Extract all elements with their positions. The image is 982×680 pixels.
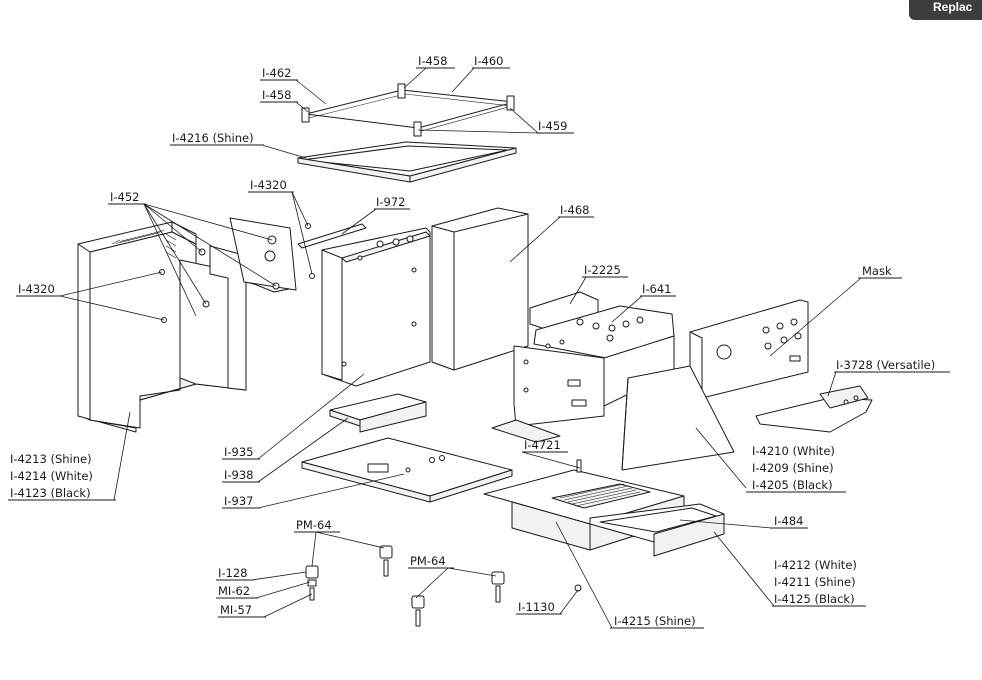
- svg-text:I-4320: I-4320: [250, 178, 287, 192]
- svg-text:I-4123 (Black): I-4123 (Black): [10, 486, 91, 500]
- svg-text:I-4214 (White): I-4214 (White): [10, 469, 93, 483]
- svg-text:I-4721: I-4721: [524, 438, 561, 452]
- svg-text:I-459: I-459: [538, 119, 568, 133]
- inner-panel-part: [321, 227, 431, 387]
- svg-text:I-484: I-484: [774, 514, 804, 528]
- svg-text:I-460: I-460: [474, 54, 504, 68]
- base-plate-part: [301, 437, 513, 503]
- svg-text:PM-64: PM-64: [296, 518, 332, 532]
- svg-text:I-938: I-938: [224, 468, 254, 482]
- label-I-484: I-484: [770, 514, 808, 529]
- tray-938-part: [329, 393, 427, 433]
- drawer-part: [589, 503, 725, 557]
- svg-text:I-128: I-128: [218, 566, 248, 580]
- label-PM-64-right: PM-64: [408, 554, 454, 569]
- control-part: [755, 385, 873, 433]
- label-PM-64-left: PM-64: [294, 518, 340, 533]
- svg-text:Mask: Mask: [862, 264, 892, 278]
- label-I-128: I-128: [216, 566, 254, 581]
- label-I-935: I-935: [222, 445, 260, 460]
- label-I-459: I-459: [536, 119, 574, 134]
- label-I-972: I-972: [374, 195, 410, 210]
- box-part: [431, 207, 529, 371]
- label-I-4320-left: I-4320: [16, 282, 62, 297]
- svg-text:I-452: I-452: [110, 190, 140, 204]
- label-I-458-top: I-458: [416, 54, 455, 69]
- svg-text:I-2225: I-2225: [584, 263, 621, 277]
- svg-text:I-1130: I-1130: [518, 600, 555, 614]
- left-side-panel-part: [77, 221, 295, 433]
- bar-part: [297, 223, 367, 249]
- label-I-641: I-641: [640, 282, 676, 297]
- label-I-458-left: I-458: [260, 88, 298, 103]
- svg-text:I-4213 (Shine): I-4213 (Shine): [10, 452, 92, 466]
- svg-text:I-4320: I-4320: [18, 282, 55, 296]
- label-I-3728: I-3728 (Versatile): [834, 358, 950, 373]
- front-panel-part: [621, 365, 735, 471]
- label-I-462: I-462: [260, 66, 298, 81]
- chassis-part: [491, 305, 675, 443]
- label-I-460: I-460: [472, 54, 510, 69]
- svg-text:I-4216 (Shine): I-4216 (Shine): [172, 131, 254, 145]
- label-MI-57: MI-57: [218, 603, 266, 618]
- label-I-4721: I-4721: [522, 438, 568, 453]
- feet-part: [305, 545, 505, 627]
- svg-text:PM-64: PM-64: [410, 554, 446, 568]
- svg-text:I-458: I-458: [418, 54, 448, 68]
- svg-text:I-4215 (Shine): I-4215 (Shine): [614, 614, 696, 628]
- tray-part: [297, 141, 517, 183]
- label-mask: Mask: [858, 264, 902, 279]
- svg-text:I-4211 (Shine): I-4211 (Shine): [774, 575, 856, 589]
- label-I-4215: I-4215 (Shine): [610, 614, 704, 629]
- label-I-468: I-468: [558, 203, 594, 218]
- svg-text:I-462: I-462: [262, 66, 292, 80]
- svg-text:I-4125 (Black): I-4125 (Black): [774, 592, 855, 606]
- label-I-1130: I-1130: [516, 600, 562, 615]
- label-I-4213-group: I-4213 (Shine) I-4214 (White) I-4123 (Bl…: [8, 452, 116, 501]
- label-I-452: I-452: [108, 190, 146, 205]
- svg-text:I-972: I-972: [376, 195, 406, 209]
- label-I-4320-top: I-4320: [248, 178, 294, 193]
- svg-text:I-4210 (White): I-4210 (White): [752, 444, 835, 458]
- svg-text:I-937: I-937: [224, 494, 254, 508]
- leader-lines: [59, 67, 862, 629]
- label-I-4212-group: I-4212 (White) I-4211 (Shine) I-4125 (Bl…: [772, 558, 866, 607]
- label-I-938: I-938: [222, 468, 260, 483]
- svg-text:I-4205 (Black): I-4205 (Black): [752, 478, 833, 492]
- svg-text:I-468: I-468: [560, 203, 590, 217]
- back-bracket-part: [229, 217, 297, 291]
- screws-part: [305, 223, 315, 279]
- label-MI-62: MI-62: [216, 584, 258, 599]
- small-screw-part: [574, 584, 582, 592]
- label-I-4210-group: I-4210 (White) I-4209 (Shine) I-4205 (Bl…: [746, 444, 846, 493]
- label-I-2225: I-2225: [582, 263, 628, 278]
- replace-button[interactable]: Replac: [909, 0, 982, 20]
- svg-text:I-641: I-641: [642, 282, 672, 296]
- label-I-937: I-937: [222, 494, 260, 509]
- svg-text:I-935: I-935: [224, 445, 254, 459]
- svg-text:MI-57: MI-57: [220, 603, 252, 617]
- top-frame-part: [301, 83, 515, 137]
- svg-text:I-4212 (White): I-4212 (White): [774, 558, 857, 572]
- mask-part: [689, 299, 809, 399]
- svg-text:I-4209 (Shine): I-4209 (Shine): [752, 461, 834, 475]
- svg-text:I-458: I-458: [262, 88, 292, 102]
- label-I-4216: I-4216 (Shine): [170, 131, 264, 146]
- svg-text:MI-62: MI-62: [218, 584, 250, 598]
- svg-text:I-3728 (Versatile): I-3728 (Versatile): [836, 358, 935, 372]
